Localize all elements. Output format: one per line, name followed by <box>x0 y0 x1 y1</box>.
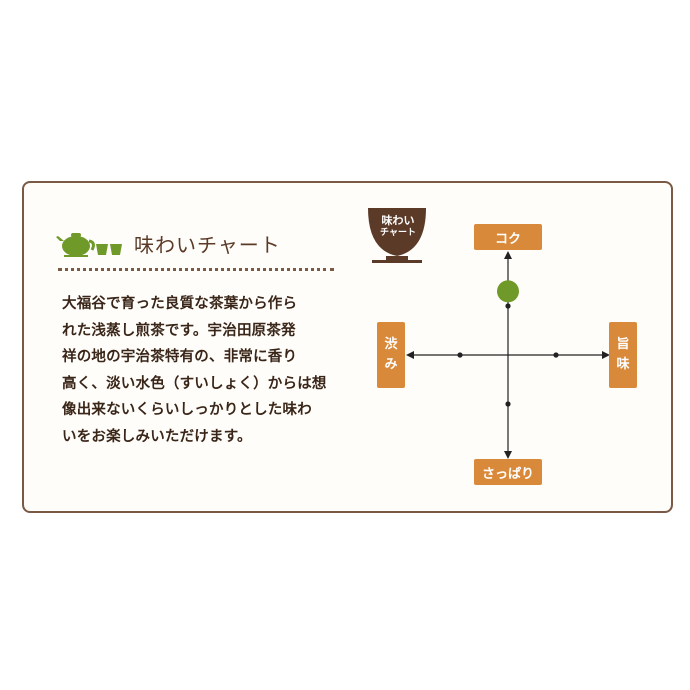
heading-title: 味わいチャート <box>134 232 281 257</box>
axis-label-left: 渋み <box>377 322 405 388</box>
section-heading: 味わいチャート <box>56 225 281 261</box>
y-tick-dot <box>505 401 511 407</box>
axis-label-char: 旨 <box>616 337 630 352</box>
taste-chart-card <box>22 181 673 513</box>
x-axis-arrow-right <box>602 351 610 359</box>
axis-label-top: コク <box>474 224 542 250</box>
dotted-divider <box>58 268 334 271</box>
bowl-badge-line1: 味わい <box>381 214 415 227</box>
axis-label-char: み <box>384 357 398 372</box>
bowl-badge-label: 味わい チャート <box>370 214 426 240</box>
axis-label-char: 渋 <box>384 337 398 352</box>
x-tick-dot <box>553 352 559 358</box>
bowl-badge-icon <box>368 208 426 263</box>
teapot-and-cups-icon <box>56 233 122 257</box>
y-axis-arrow-top <box>504 251 512 259</box>
x-tick-dot <box>457 352 463 358</box>
axis-label-bottom: さっぱり <box>474 459 542 485</box>
axis-label-char: 味 <box>616 357 630 372</box>
y-axis-arrow-bottom <box>504 451 512 459</box>
taste-point <box>497 280 519 303</box>
y-tick-dot <box>505 303 511 309</box>
x-axis-arrow-left <box>406 351 414 359</box>
description-text: 大福谷で育った良質な茶葉から作ら れた浅蒸し煎茶です。宇治田原茶発 祥の地の宇治… <box>62 296 327 445</box>
bowl-badge-line2: チャート <box>380 228 416 238</box>
axis-label-right: 旨味 <box>609 322 637 388</box>
